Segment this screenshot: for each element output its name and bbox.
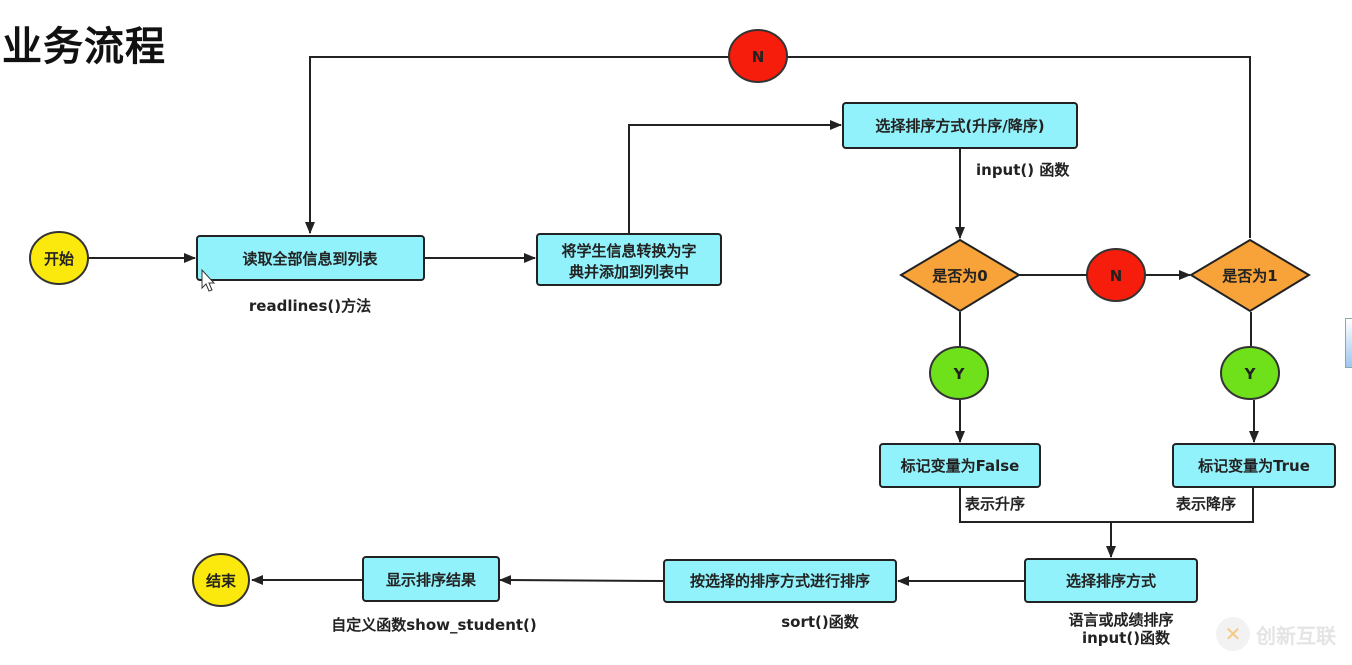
watermark-text: 创新互联 bbox=[1256, 623, 1336, 648]
y-right-node: Y bbox=[1220, 346, 1280, 400]
readlines-note: readlines()方法 bbox=[249, 297, 371, 315]
convert-label-line2: 典并添加到列表中 bbox=[569, 263, 689, 281]
y-left-label: Y bbox=[953, 365, 966, 383]
watermark: ✕ 创新互联 bbox=[1216, 617, 1336, 651]
mark-true-box: 标记变量为True bbox=[1172, 443, 1336, 488]
mark-false-label: 标记变量为False bbox=[900, 457, 1020, 475]
is-zero-label: 是否为0 bbox=[931, 267, 987, 285]
show-result-label: 显示排序结果 bbox=[386, 571, 477, 589]
do-sort-box: 按选择的排序方式进行排序 bbox=[663, 559, 897, 603]
mouse-cursor-icon bbox=[201, 268, 216, 292]
read-all-box: 读取全部信息到列表 bbox=[196, 235, 425, 281]
end-label: 结束 bbox=[206, 572, 237, 590]
page-title: 业务流程 bbox=[2, 24, 166, 70]
descending-note: 表示降序 bbox=[1176, 495, 1236, 513]
input-note-2: input()函数 bbox=[1082, 629, 1171, 647]
edge-isone-loop-top bbox=[787, 56, 1251, 238]
n-mid-label: N bbox=[1110, 267, 1123, 285]
choose-order-box: 选择排序方式(升序/降序) bbox=[842, 102, 1078, 149]
side-scroll-widget[interactable] bbox=[1345, 318, 1352, 368]
convert-label-line1: 将学生信息转换为字 bbox=[561, 242, 696, 260]
mark-true-label: 标记变量为True bbox=[1197, 457, 1310, 475]
is-one-label: 是否为1 bbox=[1221, 267, 1277, 285]
watermark-logo-icon: ✕ bbox=[1216, 617, 1250, 651]
custom-fn-note: 自定义函数show_student() bbox=[331, 616, 537, 634]
edge-sort-show bbox=[499, 575, 664, 586]
y-left-node: Y bbox=[929, 346, 989, 400]
mark-false-box: 标记变量为False bbox=[879, 443, 1041, 488]
edge-false-merge bbox=[959, 488, 1254, 523]
n-top-node: N bbox=[728, 29, 788, 83]
n-mid-node: N bbox=[1086, 248, 1146, 302]
choose-order-label: 选择排序方式(升序/降序) bbox=[875, 117, 1044, 135]
edge-convert-choose bbox=[628, 120, 842, 234]
is-one-decision: 是否为1 bbox=[1189, 238, 1311, 313]
start-label: 开始 bbox=[44, 250, 74, 268]
y-right-label: Y bbox=[1244, 365, 1257, 383]
read-all-label: 读取全部信息到列表 bbox=[242, 250, 378, 268]
lang-score-note: 语言或成绩排序 bbox=[1068, 611, 1173, 629]
start-node: 开始 bbox=[29, 231, 89, 285]
n-top-label: N bbox=[752, 48, 765, 66]
choose-mode-box: 选择排序方式 bbox=[1024, 558, 1198, 603]
end-node: 结束 bbox=[192, 553, 250, 607]
sort-note: sort()函数 bbox=[781, 613, 860, 631]
choose-mode-label: 选择排序方式 bbox=[1066, 572, 1156, 590]
edge-loop-to-read bbox=[305, 56, 729, 234]
show-result-box: 显示排序结果 bbox=[362, 556, 500, 602]
is-zero-decision: 是否为0 bbox=[899, 238, 1021, 313]
convert-box: 将学生信息转换为字 典并添加到列表中 bbox=[536, 233, 722, 286]
do-sort-label: 按选择的排序方式进行排序 bbox=[690, 572, 870, 590]
edges bbox=[88, 56, 1259, 586]
ascending-note: 表示升序 bbox=[965, 495, 1025, 513]
input-note: input() 函数 bbox=[976, 161, 1070, 179]
